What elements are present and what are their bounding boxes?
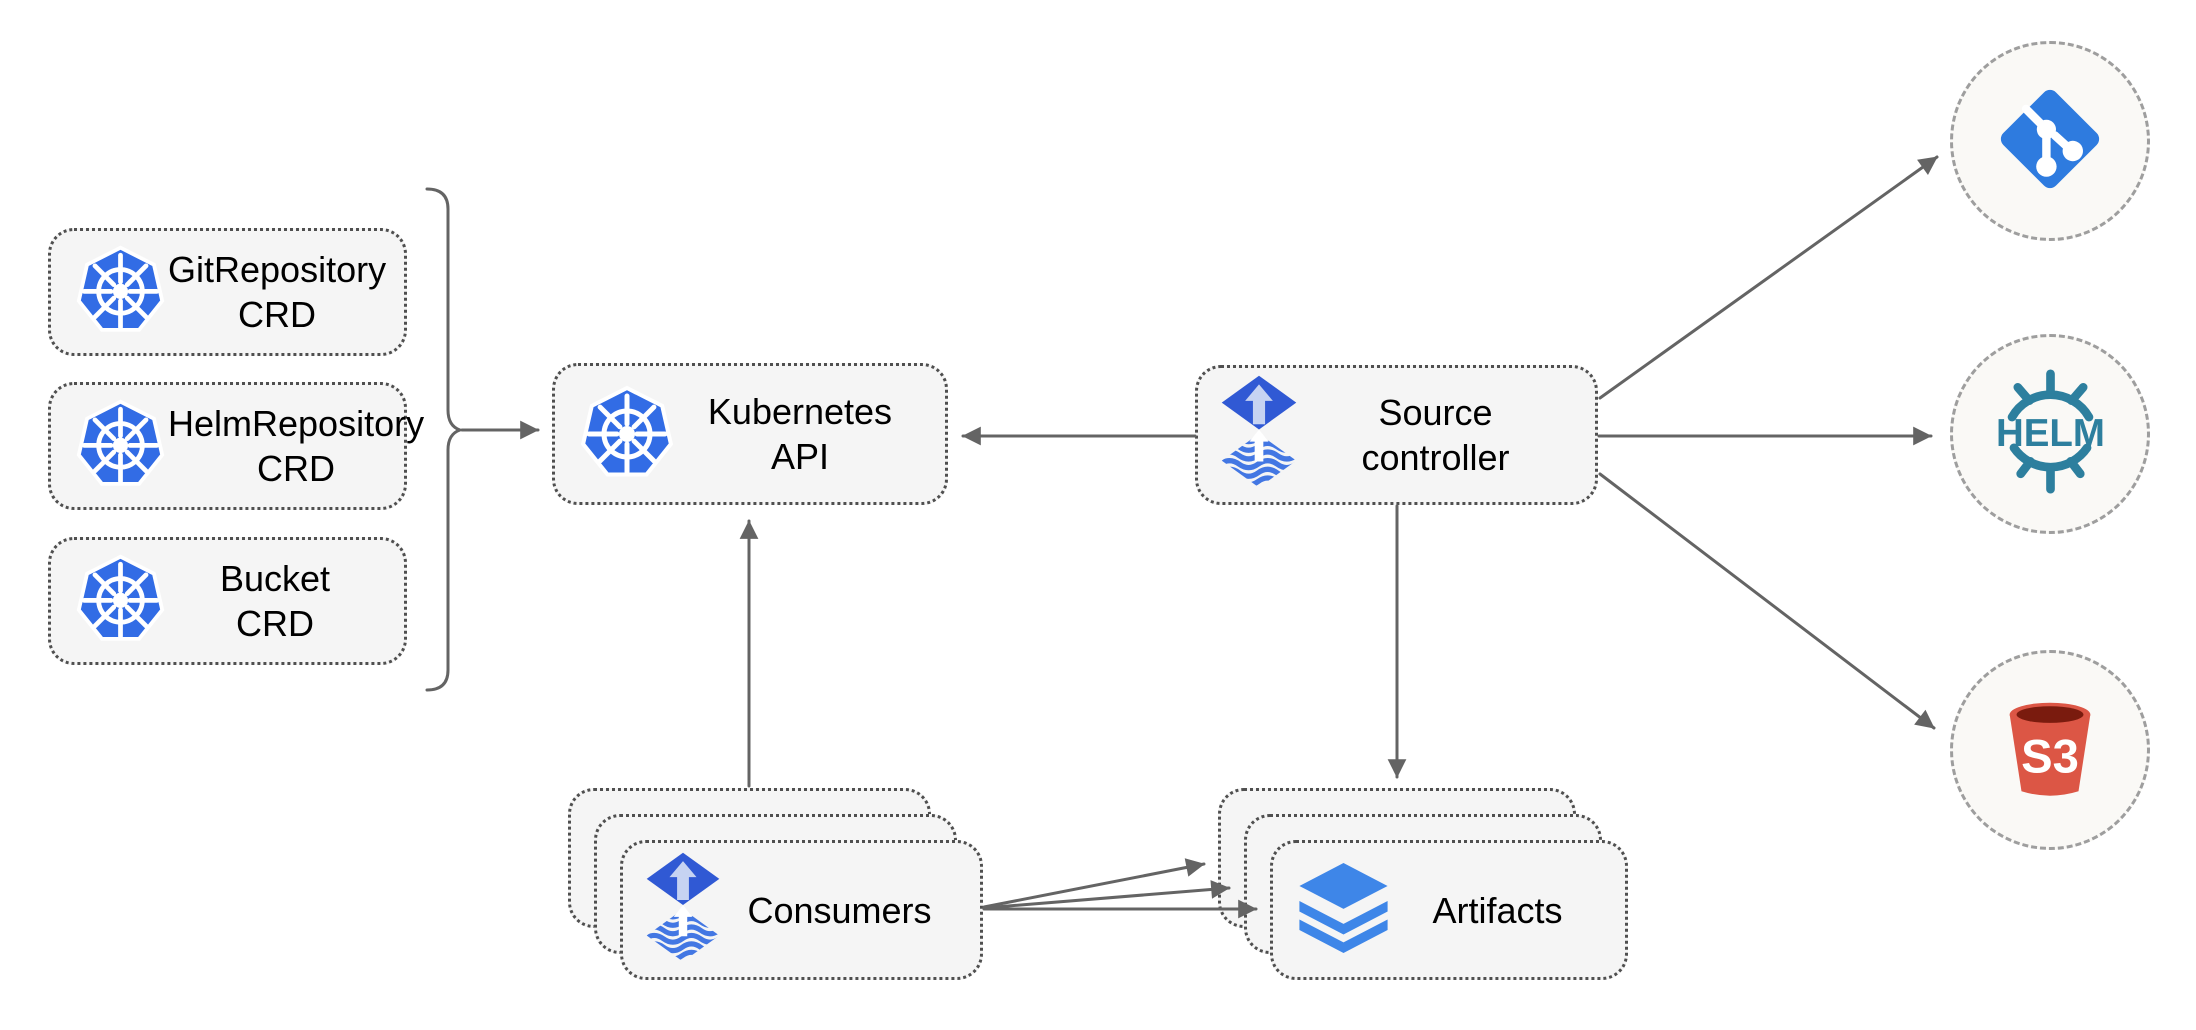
s3-bucket-icon: S3 (1991, 689, 2109, 812)
node-s3-remote: S3 (1950, 650, 2150, 850)
node-label: Bucket CRD (219, 558, 331, 644)
kubernetes-icon (73, 551, 168, 651)
node-label: GitRepository CRD (168, 249, 387, 335)
node-bucket-crd: Bucket CRD (48, 537, 407, 665)
arrow-consumers-to-artifacts-mid (982, 880, 1231, 910)
node-git-remote (1950, 41, 2150, 241)
kubernetes-icon (73, 396, 168, 496)
node-source-controller: Source controller (1195, 365, 1598, 505)
s3-label: S3 (2021, 730, 2079, 783)
node-gitrepository-crd: GitRepository CRD (48, 228, 407, 356)
arrow-source-to-s3 (1598, 472, 1936, 730)
node-label: HelmRepository CRD (168, 403, 425, 489)
helm-label: HELM (1996, 412, 2105, 455)
node-label: Kubernetes API (707, 391, 893, 477)
crd-group-brace (425, 187, 465, 692)
node-helmrepository-crd: HelmRepository CRD (48, 382, 424, 510)
node-kubernetes-api: Kubernetes API (552, 363, 948, 505)
artifacts-stack: Artifacts (1218, 788, 1629, 980)
arrow-consumers-to-artifacts-back (982, 858, 1206, 909)
kubernetes-icon (73, 242, 168, 342)
node-consumers: Consumers (620, 840, 983, 980)
helm-wheel-icon: HELM (1988, 369, 2113, 499)
arrow-source-to-git (1598, 155, 1939, 400)
git-icon (1990, 79, 2110, 204)
node-artifacts: Artifacts (1270, 840, 1628, 980)
node-helm-remote: HELM (1950, 334, 2150, 534)
node-label: Source controller (1361, 392, 1510, 478)
layers-icon (1295, 862, 1392, 958)
node-label: Artifacts (1432, 889, 1563, 931)
kubernetes-icon (577, 382, 677, 487)
consumers-stack: Consumers (568, 788, 984, 980)
node-label: Consumers (747, 889, 932, 931)
flux-icon (1220, 374, 1298, 496)
flux-icon (645, 851, 721, 970)
